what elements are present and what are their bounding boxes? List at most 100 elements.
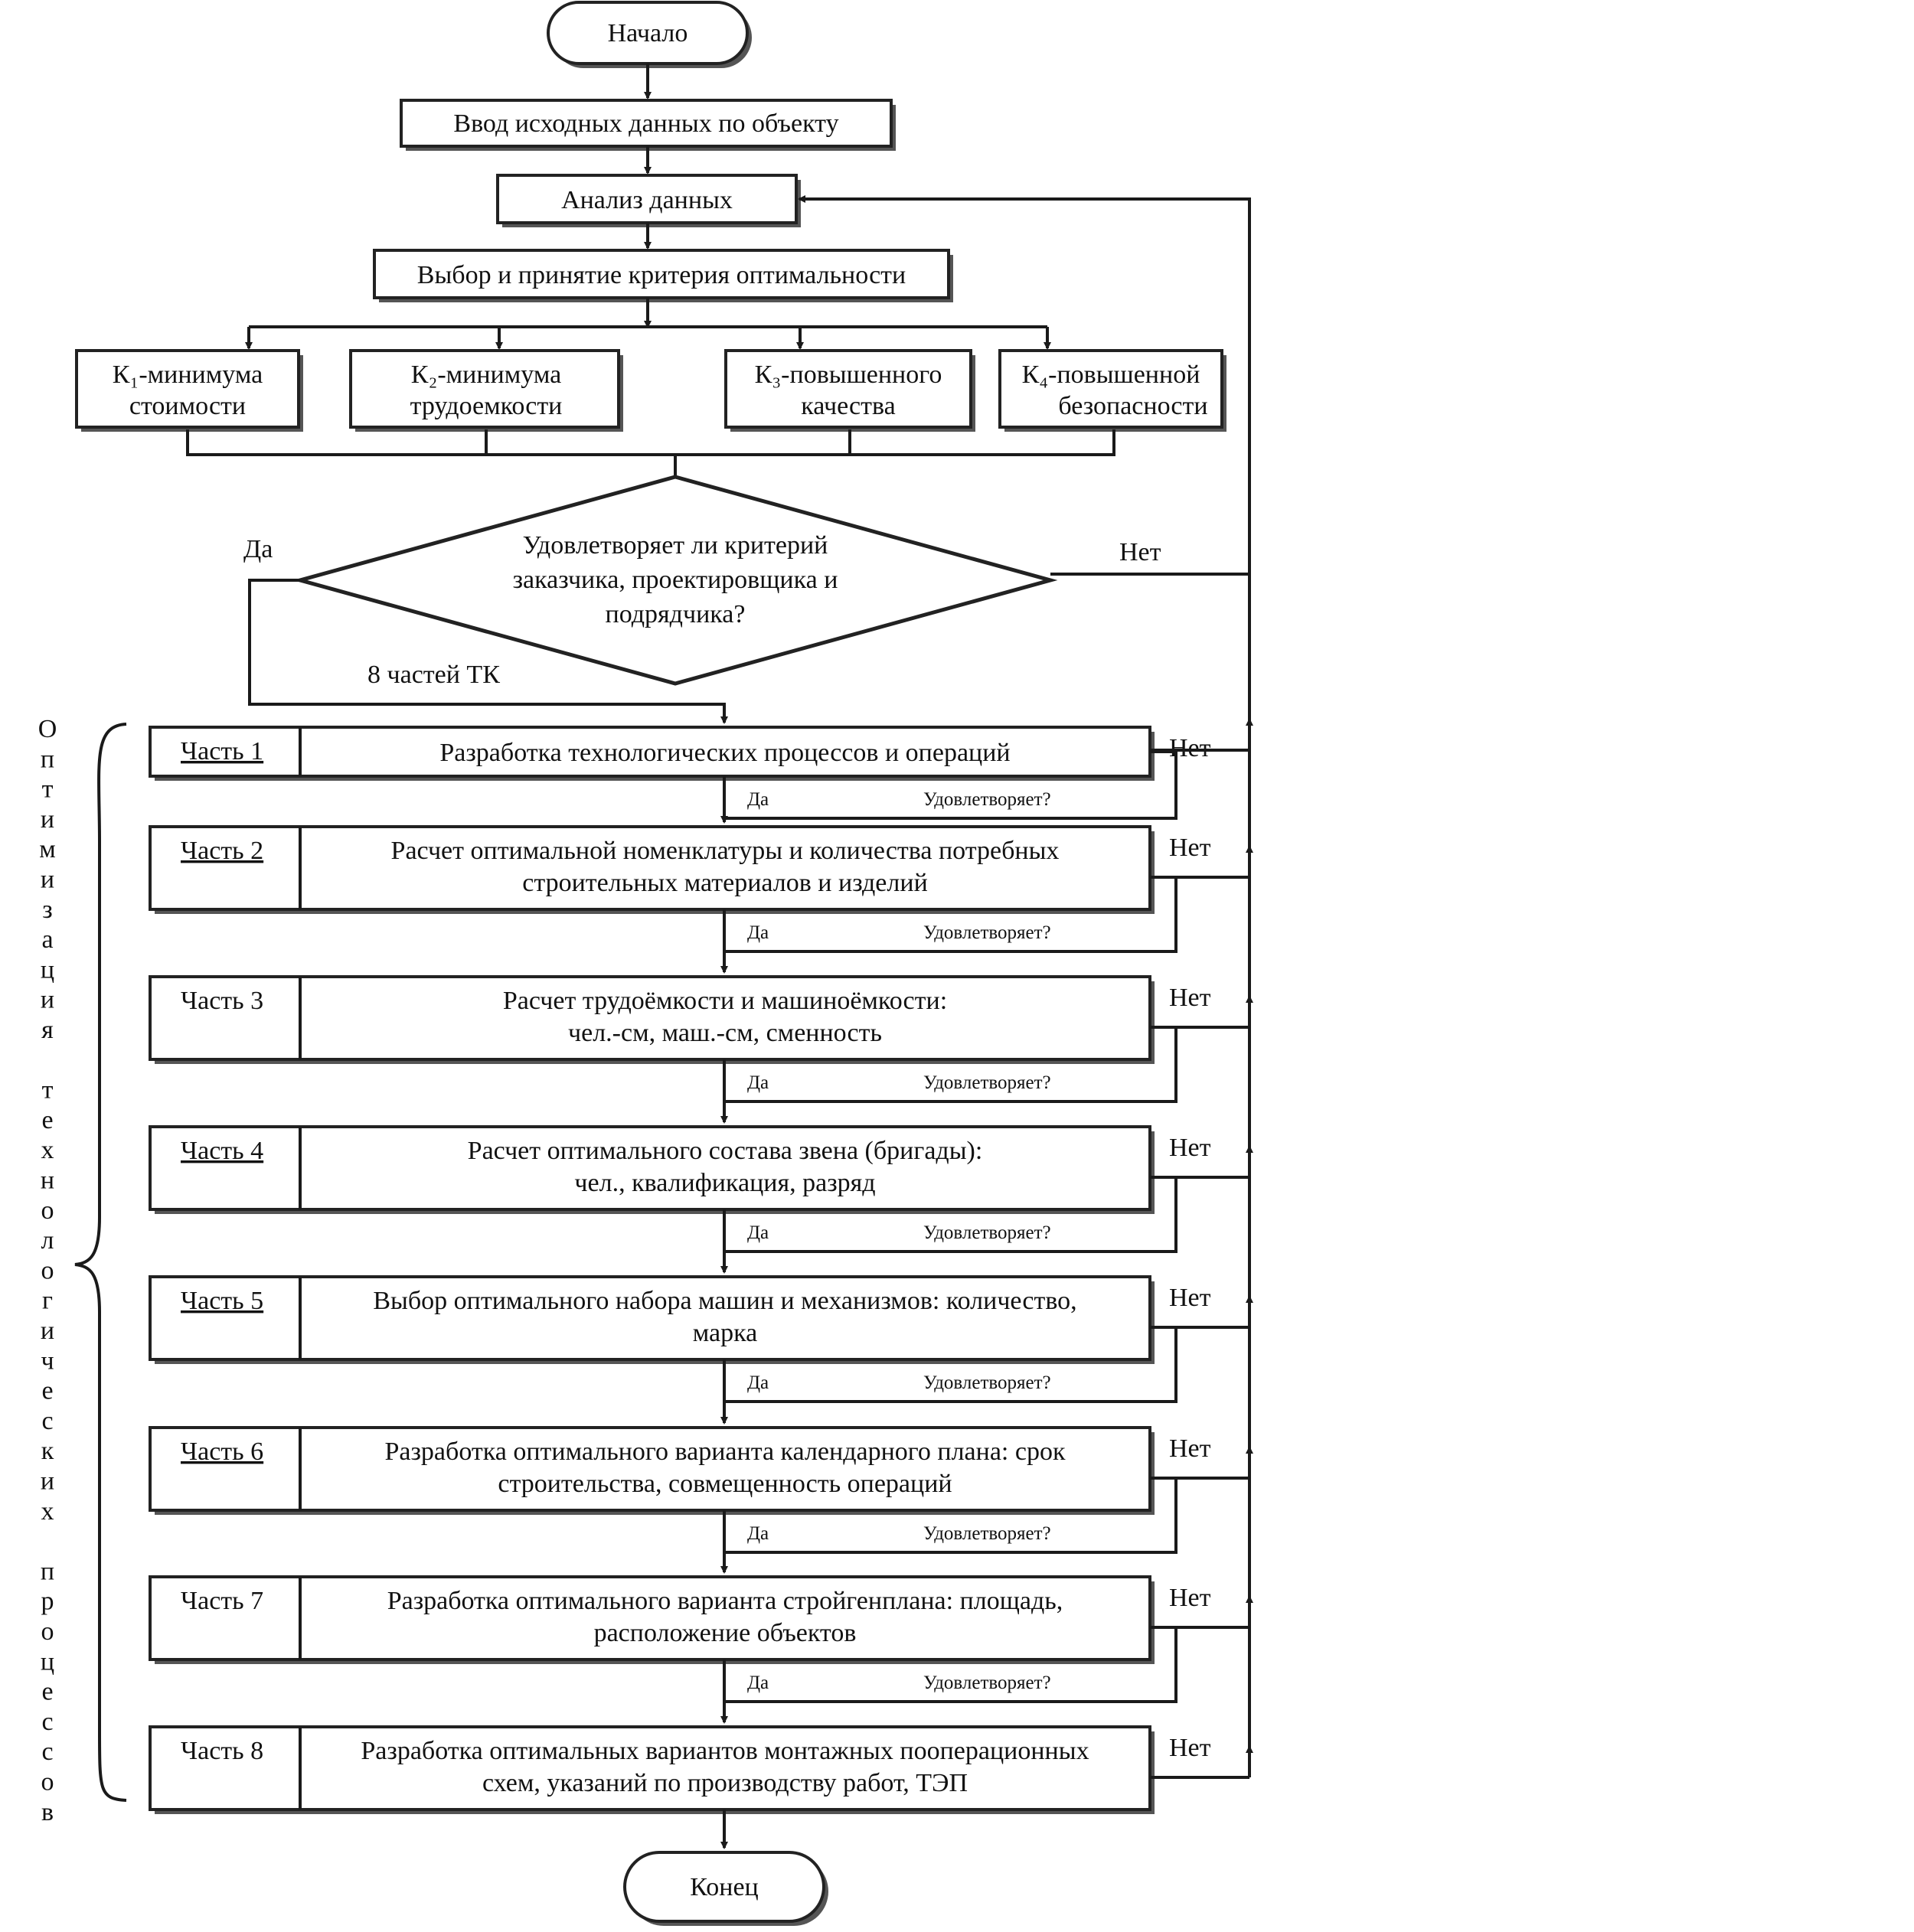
criterion-k3-box: К₃-повышенного качества — [724, 349, 975, 432]
criteria-merge-line — [186, 429, 1115, 456]
part-8: Часть 8 Разработка оптимальных вариантов … — [149, 1725, 1253, 1849]
side-letter: ч — [41, 1346, 54, 1375]
side-letter: з — [42, 896, 52, 924]
part-5-label: Часть 5 — [181, 1287, 263, 1315]
part-6: Часть 6 Разработка оптимального варианта … — [149, 1426, 1253, 1574]
part-3-line1: Расчет трудоёмкости и машиноёмкости: — [503, 987, 947, 1015]
part-4-check-loop — [724, 1176, 1177, 1253]
parts-count-label: 8 частей ТК — [367, 661, 500, 689]
part-2-line1: Расчет оптимальной номенклатуры и количе… — [391, 837, 1060, 865]
k2-line2: трудоемкости — [410, 392, 563, 420]
part-8-line2: схем, указаний по производству работ, ТЭ… — [482, 1769, 968, 1797]
side-letter: м — [39, 835, 56, 863]
analysis-label: Анализ данных — [561, 186, 733, 214]
part-6-label: Часть 6 — [181, 1438, 263, 1466]
decision-yes-label: Да — [243, 535, 273, 563]
side-letter: и — [41, 866, 54, 894]
part-6-yes-label: Да — [747, 1523, 769, 1544]
part-1-check-loop — [724, 750, 1177, 820]
part-4-no-label: Нет — [1169, 1134, 1211, 1162]
input-label: Ввод исходных данных по объекту — [453, 109, 838, 138]
part-3-check-loop — [724, 1026, 1177, 1103]
part-8-label: Часть 8 — [181, 1737, 263, 1765]
k4-line2: безопасности — [1058, 392, 1207, 420]
end-label: Конец — [690, 1873, 758, 1901]
side-letter: г — [42, 1287, 53, 1315]
input-process: Ввод исходных данных по объекту — [400, 99, 896, 151]
side-letter: я — [41, 1016, 54, 1044]
side-letter: к — [41, 1437, 54, 1465]
part-5-yes-label: Да — [747, 1372, 769, 1393]
side-letter: о — [41, 1256, 54, 1284]
part-6-check-loop — [724, 1477, 1177, 1554]
criterion-k2-box: К₂-минимума трудоемкости — [349, 349, 623, 432]
part-6-no-label: Нет — [1169, 1434, 1211, 1463]
side-letter: о — [41, 1768, 54, 1797]
part-6-line1: Разработка оптимального варианта календа… — [385, 1438, 1066, 1466]
k1-line2: стоимости — [129, 392, 246, 420]
decision-line2: заказчика, проектировщика и — [513, 566, 838, 594]
part-3-question-label: Удовлетворяет? — [923, 1072, 1051, 1093]
part-3-no-label: Нет — [1169, 984, 1211, 1012]
side-letter: с — [41, 1738, 53, 1766]
part-2-question-label: Удовлетворяет? — [923, 922, 1051, 943]
part-7-check-loop — [724, 1626, 1177, 1703]
part-1-line1: Разработка технологических процессов и о… — [439, 739, 1010, 767]
side-letter: л — [41, 1226, 54, 1255]
part-3-line2: чел.-см, маш.-см, сменность — [568, 1019, 882, 1047]
part-4-question-label: Удовлетворяет? — [923, 1222, 1051, 1243]
k4-line1: К₄-повышенной — [1022, 361, 1200, 389]
k3-line2: качества — [801, 392, 895, 420]
part-6-question-label: Удовлетворяет? — [923, 1523, 1051, 1544]
part-2-check-loop — [724, 876, 1177, 953]
part-1-yes-label: Да — [747, 789, 769, 810]
side-letter: е — [41, 1377, 53, 1405]
side-letter: в — [41, 1798, 54, 1826]
side-letter: о — [41, 1196, 54, 1225]
criterion-k4-box: К₄-повышенной безопасности — [998, 349, 1226, 432]
part-1: Часть 1 Разработка технологических процес… — [149, 718, 1253, 824]
part-2-yes-label: Да — [747, 922, 769, 943]
parts-list: Часть 1 Разработка технологических процес… — [149, 718, 1253, 1849]
part-2-no-label: Нет — [1169, 834, 1211, 862]
decision-line3: подрядчика? — [606, 600, 746, 628]
part-7-question-label: Удовлетворяет? — [923, 1673, 1051, 1693]
side-letter: а — [41, 925, 53, 954]
side-letter: п — [41, 745, 54, 773]
side-letter: р — [41, 1588, 54, 1616]
part-5-line2: марка — [693, 1319, 757, 1347]
part-7-no-label: Нет — [1169, 1584, 1211, 1612]
part-4-yes-label: Да — [747, 1222, 769, 1243]
criterion-k1-box: К₁-минимума стоимости — [75, 349, 303, 432]
part-1-label: Часть 1 — [181, 737, 263, 765]
end-terminal: Конец — [623, 1851, 828, 1926]
side-letter: и — [41, 1467, 54, 1496]
k1-line1: К₁-минимума — [113, 361, 263, 389]
return-bus-to-analysis — [798, 195, 1251, 1777]
part-5-no-label: Нет — [1169, 1284, 1211, 1312]
part-3-label: Часть 3 — [181, 987, 263, 1015]
k2-line1: К₂-минимума — [411, 361, 561, 389]
part-4-line2: чел., квалификация, разряд — [574, 1169, 875, 1197]
part-2-line2: строительных материалов и изделий — [522, 869, 928, 897]
part-8-no-label: Нет — [1169, 1734, 1211, 1762]
part-8-line1: Разработка оптимальных вариантов монтажн… — [361, 1737, 1089, 1765]
side-letter: ц — [41, 1647, 54, 1676]
k3-line1: К₃-повышенного — [755, 361, 942, 389]
side-brace — [74, 723, 127, 1802]
part-4-line1: Расчет оптимального состава звена (брига… — [468, 1137, 983, 1165]
part-1-question-label: Удовлетворяет? — [923, 789, 1051, 810]
side-letter: е — [41, 1106, 53, 1134]
decision-line1: Удовлетворяет ли критерий — [523, 531, 828, 560]
part-5-check-loop — [724, 1326, 1177, 1403]
decision-diamond: Удовлетворяет ли критерий заказчика, про… — [292, 475, 1058, 686]
decision-no-label: Нет — [1119, 538, 1161, 566]
side-letter: ц — [41, 955, 54, 984]
side-letter: и — [41, 805, 54, 834]
side-letter: т — [42, 775, 54, 804]
part-2-label: Часть 2 — [181, 837, 263, 865]
part-2: Часть 2 Расчет оптимальной номенклатуры и… — [149, 825, 1253, 974]
